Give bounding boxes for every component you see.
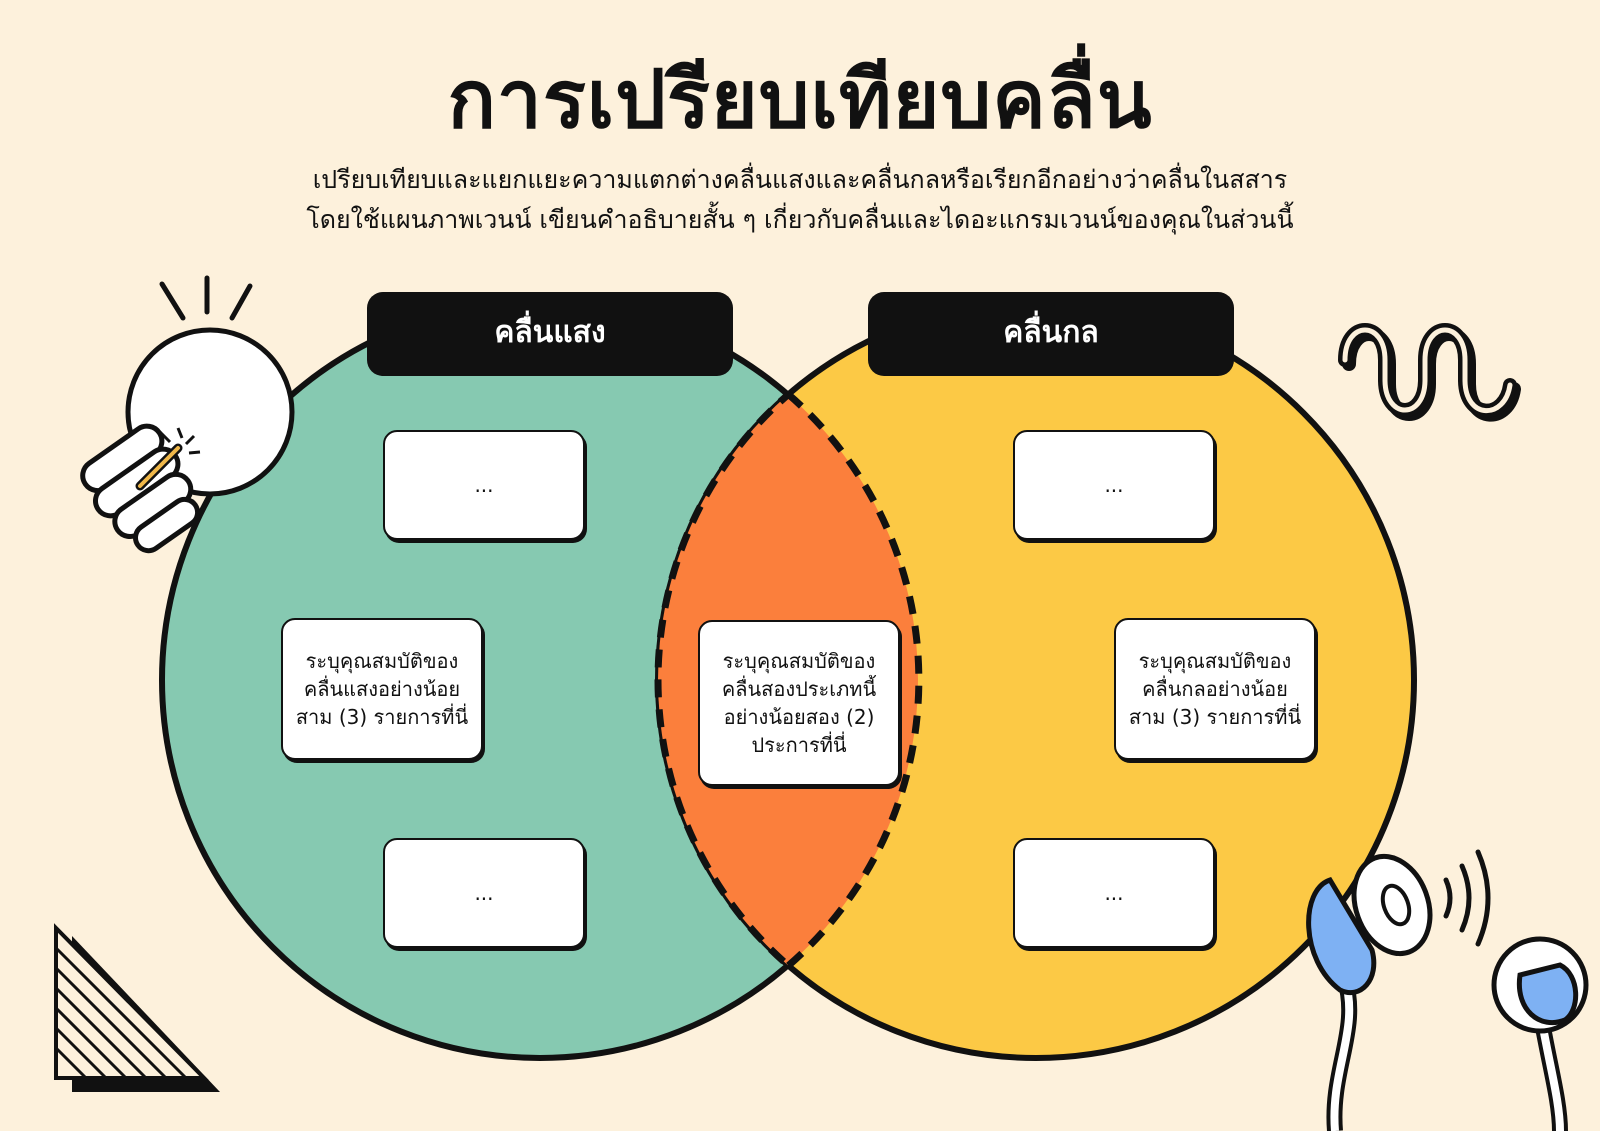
- mechanical-wave-bottom-note[interactable]: ...: [1013, 838, 1215, 948]
- mechanical-wave-label: คลื่นกล: [868, 292, 1234, 376]
- earphones-icon: [1306, 853, 1589, 1131]
- light-wave-properties-note[interactable]: ระบุคุณสมบัติของคลื่นแสงอย่างน้อยสาม (3)…: [281, 618, 483, 760]
- light-wave-label: คลื่นแสง: [367, 292, 733, 376]
- striped-triangle-icon: [54, 923, 220, 1092]
- mechanical-wave-properties-note[interactable]: ระบุคุณสมบัติของคลื่นกลอย่างน้อยสาม (3) …: [1114, 618, 1316, 760]
- light-bulb-icon: [80, 275, 295, 554]
- light-wave-bottom-note[interactable]: ...: [383, 838, 585, 948]
- subtitle-line: เปรียบเทียบและแยกแยะความแตกต่างคลื่นแสงแ…: [312, 165, 1288, 194]
- light-wave-top-note[interactable]: ...: [383, 430, 585, 540]
- shared-properties-note[interactable]: ระบุคุณสมบัติของคลื่นสองประเภทนี้อย่างน้…: [698, 620, 900, 786]
- page-title: การเปรียบเทียบคลื่น: [447, 53, 1153, 146]
- overlap-region: [658, 302, 918, 1058]
- page-subtitle: เปรียบเทียบและแยกแยะความแตกต่างคลื่นแสงแ…: [200, 160, 1400, 240]
- sound-waves-icon: [1443, 849, 1491, 947]
- subtitle-line: โดยใช้แผนภาพเวนน์ เขียนคำอธิบายสั้น ๆ เก…: [306, 205, 1294, 234]
- mechanical-wave-top-note[interactable]: ...: [1013, 430, 1215, 540]
